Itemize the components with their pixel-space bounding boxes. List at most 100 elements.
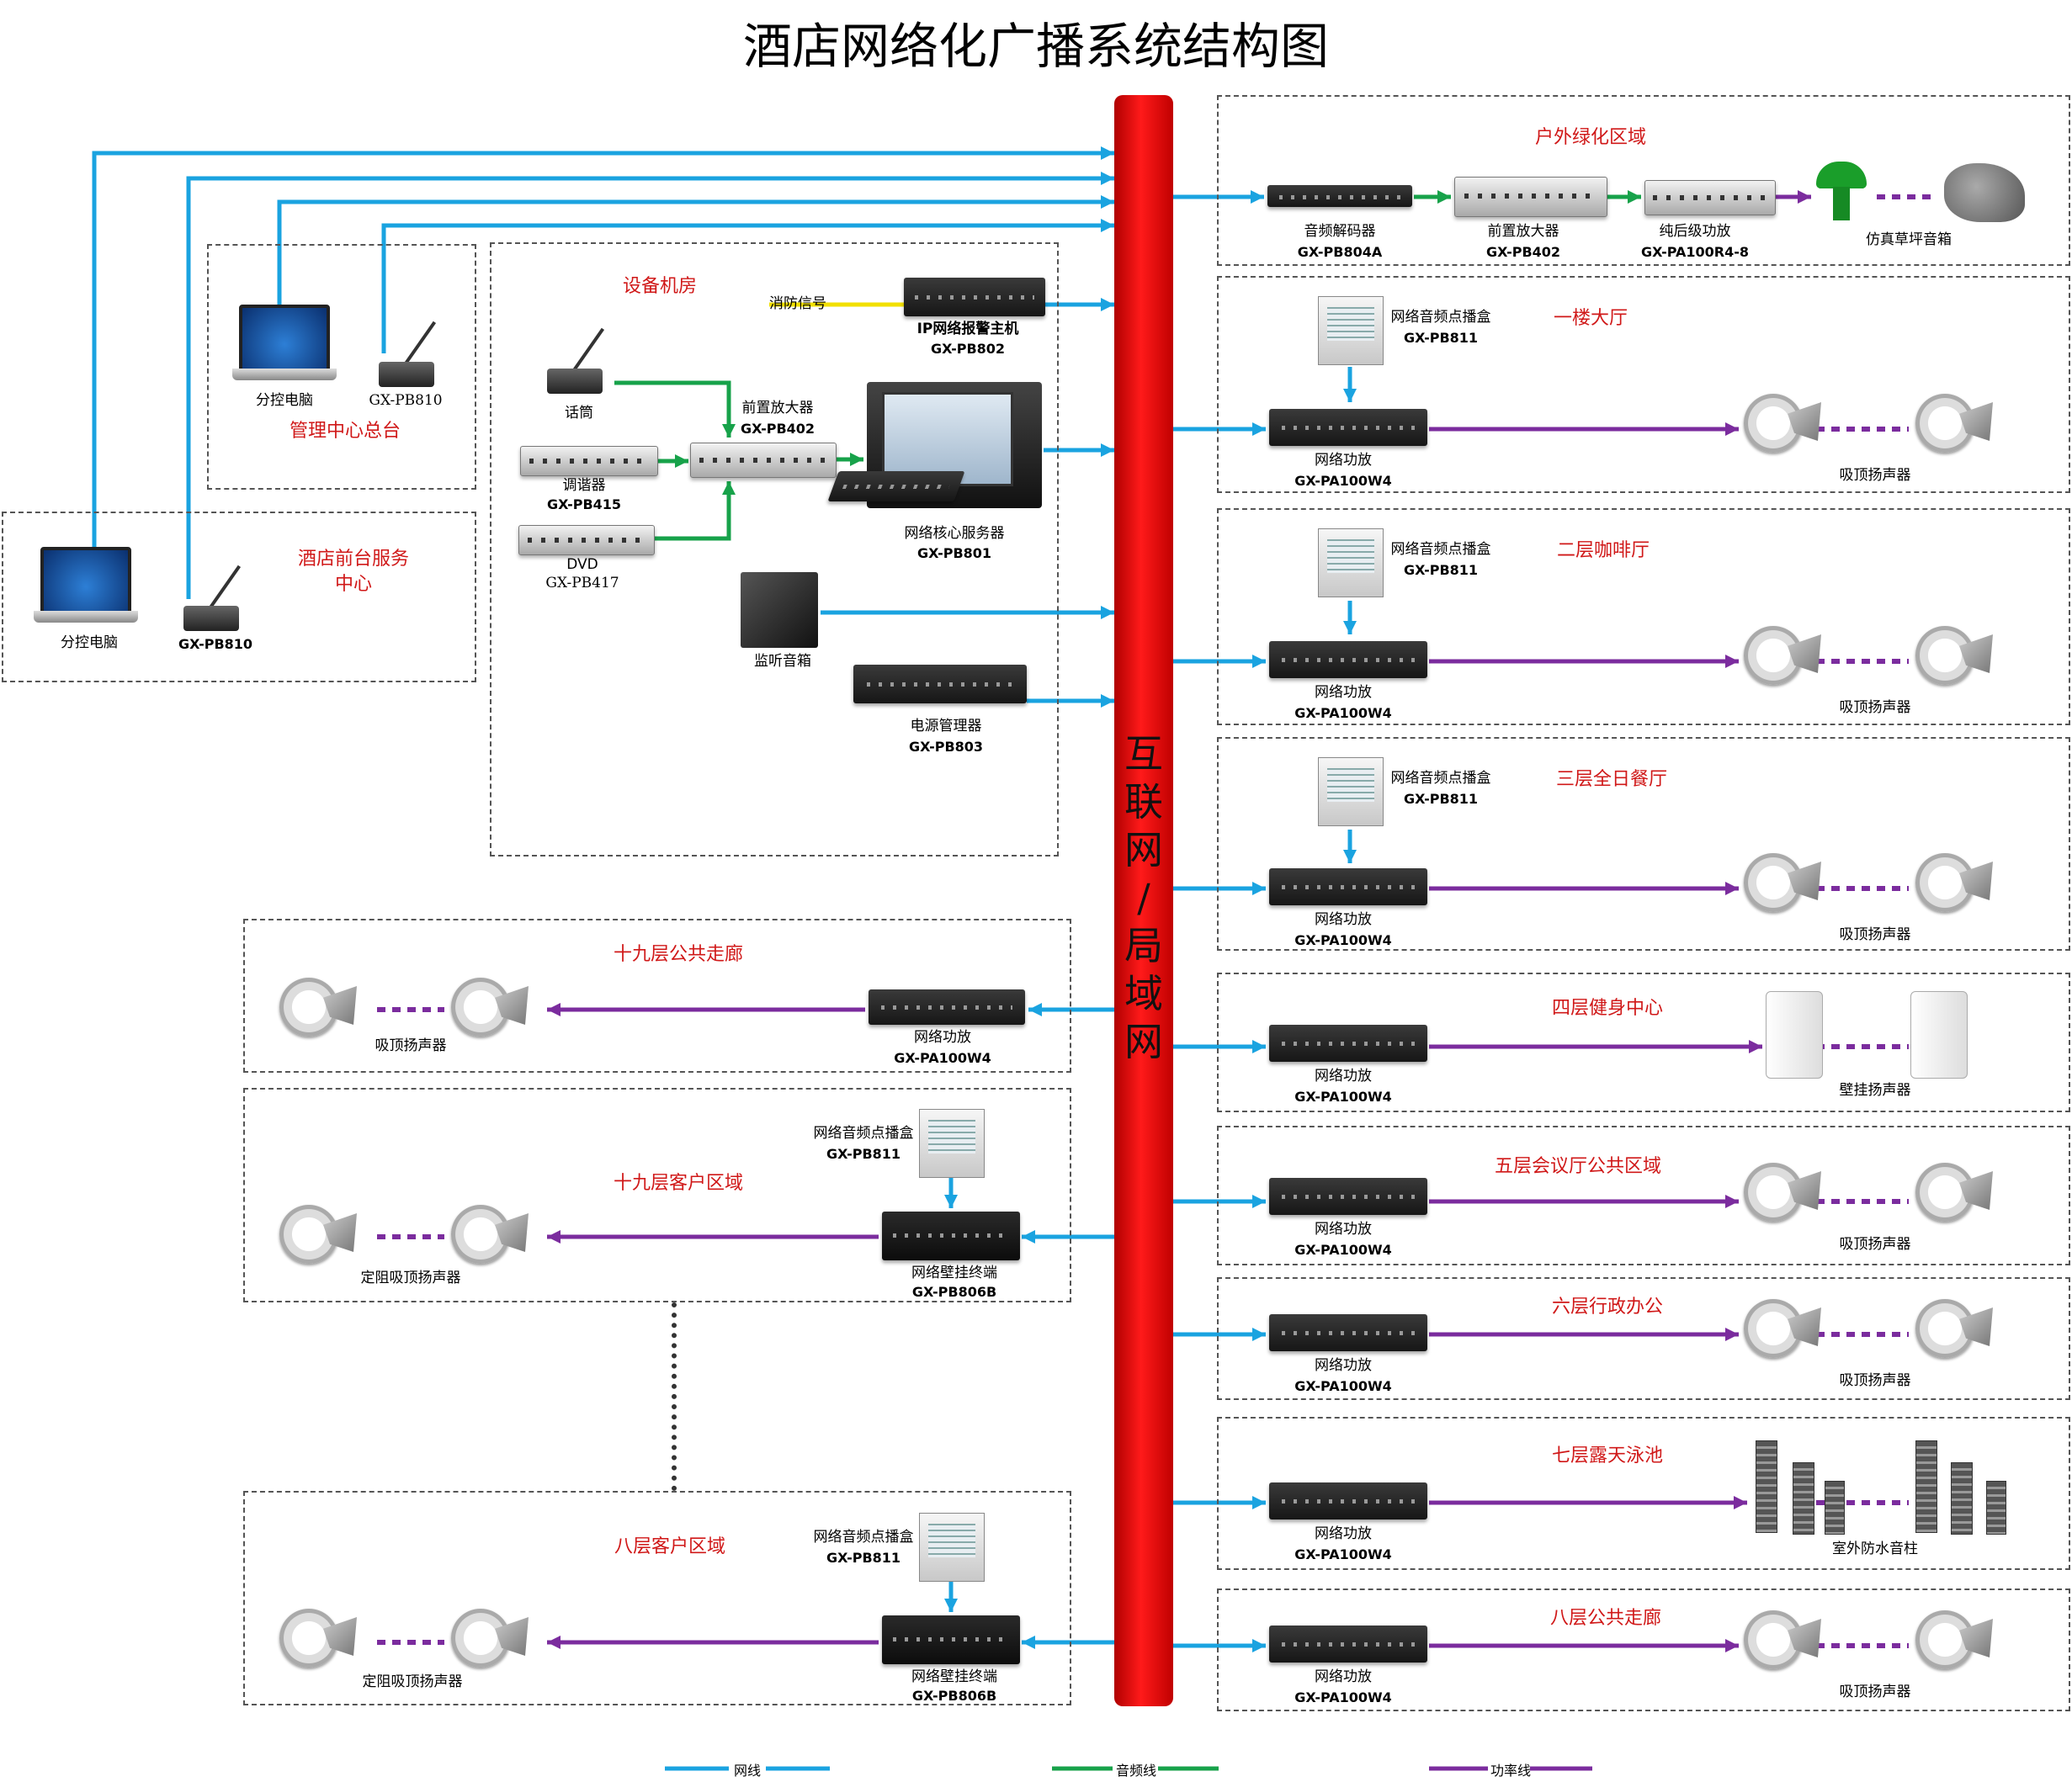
left-speaker-label-2: 定阻吸顶扬声器	[362, 1673, 463, 1690]
left-box-model-1: GX-PB811	[826, 1146, 901, 1162]
arrow-51	[547, 1003, 561, 1016]
legend-power: 功率线	[1490, 1763, 1532, 1779]
right-zone-title-2: 三层全日餐厅	[1555, 769, 1668, 790]
column-speaker-0	[1756, 1440, 1777, 1533]
speaker-label-0: 吸顶扬声器	[1839, 467, 1911, 484]
audio-box-name-2: 网络音频点播盒	[1390, 770, 1491, 787]
network-amp-model-5: GX-PA100W4	[1294, 1378, 1392, 1394]
network-amp-name-3: 网络功放	[1315, 1068, 1372, 1085]
column-speaker-4	[1951, 1462, 1973, 1535]
network-amp-model-7: GX-PA100W4	[1294, 1689, 1392, 1705]
outdoor-zone-title: 户外绿化区域	[1534, 127, 1647, 148]
mgmt-mic-model: GX-PB810	[369, 392, 443, 409]
arrow-22	[1252, 1040, 1266, 1053]
group-lobby	[1217, 276, 2070, 493]
speaker-label-6: 室外防水音柱	[1832, 1541, 1918, 1557]
group-mgmt-center	[207, 244, 476, 490]
desk-mic-label: 话筒	[565, 405, 593, 422]
network-amp-name-6: 网络功放	[1315, 1525, 1372, 1542]
power-manager-device	[853, 665, 1027, 703]
mgmt-laptop-label: 分控电脑	[256, 392, 313, 409]
arrow-50	[944, 1599, 958, 1612]
wire-0	[92, 151, 1114, 547]
arrow-49	[944, 1195, 958, 1208]
arrow-15	[1628, 190, 1641, 204]
audio-box-model-0: GX-PB811	[1403, 330, 1479, 346]
arrow-37	[1725, 1639, 1739, 1652]
left-box-model-2: GX-PB811	[826, 1550, 901, 1566]
arrow-36	[1734, 1496, 1747, 1509]
ceiling-speaker-b-4	[1915, 1163, 1974, 1222]
group-conference	[1217, 1126, 2070, 1265]
left-speaker-label-1: 定阻吸顶扬声器	[360, 1270, 461, 1286]
rock-speaker	[1944, 163, 2025, 222]
speaker-label-4: 吸顶扬声器	[1839, 1236, 1911, 1253]
network-amp-name-1: 网络功放	[1315, 684, 1372, 701]
left-speaker-a-2	[279, 1609, 338, 1668]
group-floor8-corridor	[1217, 1588, 2070, 1711]
speaker-label-7: 吸顶扬声器	[1839, 1684, 1911, 1700]
core-server-model: GX-PB801	[916, 545, 992, 561]
left-amp-model-0: GX-PA100W4	[894, 1050, 991, 1066]
group-restaurant	[1217, 737, 2070, 951]
ceiling-speaker-b-7	[1915, 1610, 1974, 1669]
mgmt-paging-mic	[379, 320, 446, 387]
left-audio-box-2	[919, 1513, 985, 1582]
speaker-label-5: 吸顶扬声器	[1839, 1372, 1911, 1389]
backbone-char-0: 互	[1124, 731, 1163, 777]
audio-box-device-0	[1318, 296, 1384, 365]
left-speaker-a-0	[279, 978, 338, 1037]
group-equipment-room	[490, 242, 1059, 857]
ceiling-speaker-b-2	[1915, 853, 1974, 912]
arrow-8	[1101, 694, 1114, 708]
network-amp-model-4: GX-PA100W4	[1294, 1242, 1392, 1258]
speaker-label-2: 吸顶扬声器	[1839, 926, 1911, 943]
audio-box-name-1: 网络音频点播盒	[1390, 541, 1491, 558]
audio-box-name-0: 网络音频点播盒	[1390, 309, 1491, 326]
speaker-label-3: 壁挂扬声器	[1839, 1082, 1911, 1099]
arrow-11	[675, 454, 688, 468]
alarm-host-name: IP网络报警主机	[916, 321, 1019, 337]
tuner-device	[520, 446, 658, 476]
ceiling-speaker-a-5	[1744, 1299, 1803, 1358]
arrow-27	[1343, 389, 1357, 402]
right-zone-title-5: 六层行政办公	[1551, 1297, 1664, 1318]
legend-audio: 音频线	[1115, 1763, 1157, 1779]
arrow-35	[1725, 1328, 1739, 1341]
arrow-2	[1101, 172, 1114, 185]
ceiling-speaker-a-4	[1744, 1163, 1803, 1222]
backbone-label: 互联网/局域网	[1114, 730, 1173, 1066]
poweramp-name: 纯后级功放	[1659, 223, 1731, 240]
backbone-char-1: 联	[1124, 779, 1163, 825]
network-amp-name-2: 网络功放	[1315, 911, 1372, 928]
page-title: 酒店网络化广播系统结构图	[742, 18, 1330, 75]
network-amp-model-0: GX-PA100W4	[1294, 473, 1392, 489]
arrow-16	[1798, 190, 1811, 204]
wall-terminal-model-1: GX-PB806B	[911, 1284, 997, 1300]
left-audio-box-1	[919, 1109, 985, 1178]
ceiling-speaker-b-1	[1915, 626, 1974, 685]
arrow-5	[1101, 298, 1114, 311]
dvd-device	[518, 525, 655, 555]
left-zone-title-1: 十九层客户区域	[613, 1173, 744, 1194]
arrow-7	[1101, 606, 1114, 619]
arrow-34	[1725, 1195, 1739, 1208]
core-server-keyboard	[827, 471, 965, 501]
column-speaker-2	[1825, 1481, 1845, 1535]
right-zone-title-0: 一楼大厅	[1553, 308, 1628, 329]
ceiling-speaker-a-7	[1744, 1610, 1803, 1669]
wall-terminal-name-2: 网络壁挂终端	[911, 1668, 997, 1685]
alarm-host-model: GX-PB802	[930, 341, 1006, 357]
arrow-19	[1252, 422, 1266, 436]
left-speaker-a-1	[279, 1205, 338, 1264]
left-speaker-label-0: 吸顶扬声器	[375, 1037, 447, 1054]
left-amp-name-0: 网络功放	[914, 1029, 971, 1046]
power-manager-model: GX-PB803	[908, 739, 984, 755]
wire-1	[186, 176, 1114, 599]
network-amp-model-1: GX-PA100W4	[1294, 705, 1392, 721]
group-outdoor	[1217, 95, 2070, 266]
network-amp-name-7: 网络功放	[1315, 1668, 1372, 1685]
column-speaker-3	[1915, 1440, 1937, 1533]
wall-speaker-a	[1766, 991, 1823, 1079]
